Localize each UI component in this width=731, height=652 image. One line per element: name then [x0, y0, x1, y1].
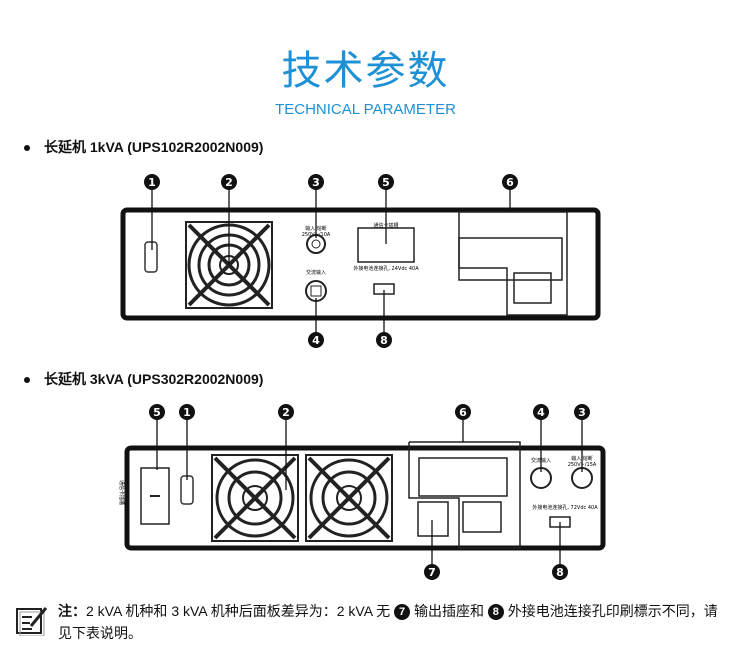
battery-label: 外接电池连接孔, 24Vdc 40A — [353, 265, 419, 272]
section-2-heading: 长延机 3kVA (UPS302R2002N009) — [24, 369, 263, 389]
fan-icon — [211, 454, 299, 542]
page-subtitle: TECHNICAL PARAMETER — [275, 101, 456, 118]
note-edit-icon — [16, 607, 48, 636]
ups-1kva-rear-panel: 输入 熔断 250V~/10A 交流输入 通信卡插槽 外接电池连接孔, 24Vd… — [120, 174, 601, 348]
card-slot-label: 通信卡插槽 — [118, 480, 125, 505]
callout-number: 8 — [380, 334, 388, 347]
ups-3kva-rear-panel: 通信卡插槽 交流输入 输入 熔断 250V~/15A 外接电池连接孔, 72Vd… — [118, 404, 606, 580]
ac-input-label: 交流输入 — [306, 269, 326, 276]
callout-marker-3 — [574, 404, 590, 420]
callout-marker-4 — [533, 404, 549, 420]
callout-number: 3 — [578, 406, 586, 419]
callout-number: 6 — [459, 406, 467, 419]
callout-number: 6 — [506, 176, 514, 189]
callout-marker-5 — [149, 404, 165, 420]
callout-number: 1 — [183, 406, 191, 419]
callout-number: 3 — [312, 176, 320, 189]
callout-marker-6 — [502, 174, 518, 190]
callout-marker-1 — [144, 174, 160, 190]
note-text-c: 外接电池连接孔印刷標示不同，请见下表说明。 — [58, 603, 718, 641]
callout-marker-1 — [179, 404, 195, 420]
callout-marker-2 — [278, 404, 294, 420]
page-title: 技术参数 — [281, 48, 450, 94]
callout-number: 2 — [282, 406, 290, 419]
bullet-icon — [24, 377, 30, 384]
section-1-label: 长延机 1kVA (UPS102R2002N009) — [44, 139, 264, 155]
note-text-a: 2 kVA 机种和 3 kVA 机种后面板差异为：2 kVA 无 — [86, 603, 391, 619]
callout-marker-6 — [455, 404, 471, 420]
note-text: 注：2 kVA 机种和 3 kVA 机种后面板差异为：2 kVA 无 7 输出插… — [58, 600, 728, 644]
callout-number: 4 — [537, 406, 545, 419]
note-marker-8: 8 — [487, 604, 504, 620]
callout-number: 4 — [312, 334, 320, 347]
callout-marker-5 — [378, 174, 394, 190]
bullet-icon — [24, 145, 30, 152]
callout-marker-3 — [308, 174, 324, 190]
callout-number: 7 — [428, 566, 436, 579]
callout-number: 8 — [556, 566, 564, 579]
callout-marker-7 — [424, 564, 440, 580]
fan-icon — [305, 454, 393, 542]
section-1-heading: 长延机 1kVA (UPS102R2002N009) — [24, 137, 263, 157]
callout-number: 1 — [148, 176, 156, 189]
note-text-b: 输出插座和 — [413, 603, 484, 619]
callout-number: 5 — [153, 406, 161, 419]
note-marker-7: 7 — [394, 604, 411, 620]
callout-marker-8 — [376, 332, 392, 348]
callout-number: 5 — [382, 176, 390, 189]
section-2-label: 长延机 3kVA (UPS302R2002N009) — [44, 371, 264, 387]
note-label: 注： — [58, 603, 86, 619]
battery-label: 外接电池连接孔, 72Vdc 40A — [532, 504, 598, 511]
callout-marker-4 — [308, 332, 324, 348]
callout-marker-2 — [221, 174, 237, 190]
callout-marker-8 — [552, 564, 568, 580]
callout-number: 2 — [225, 176, 233, 189]
